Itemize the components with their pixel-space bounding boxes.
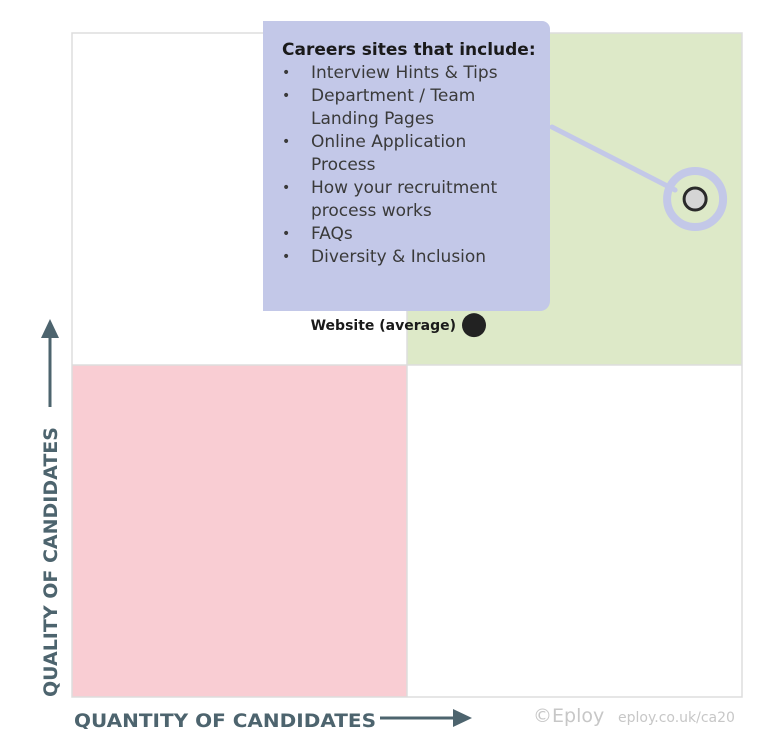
bullet-icon: •: [282, 88, 291, 104]
highlight-point-ring: [663, 167, 728, 231]
bullet-icon: •: [282, 65, 291, 81]
callout-list: • Interview Hints & Tips • Department / Te…: [282, 62, 538, 269]
bullet-icon: •: [282, 180, 291, 196]
callout-item-text: Interview Hints & Tips: [311, 63, 498, 83]
callout-item: • Department / Team Landing Pages: [282, 85, 531, 131]
quadrant-bottom-right: [407, 365, 742, 697]
callout-item: • Online Application Process: [282, 131, 531, 177]
callout-item: • Diversity & Inclusion: [282, 246, 531, 269]
callout-item-text: FAQs: [311, 224, 353, 244]
bullet-icon: •: [282, 134, 291, 150]
highlight-point: [682, 186, 708, 212]
callout-connector-line: [549, 124, 678, 193]
website-average-label: Website (average): [311, 318, 456, 334]
website-average-point: [462, 313, 486, 338]
x-axis-arrow-head: [453, 709, 472, 727]
callout-item: • Interview Hints & Tips: [282, 62, 531, 85]
callout-title: Careers sites that include:: [282, 40, 536, 60]
y-axis-arrow-head: [41, 319, 59, 338]
url-credit: eploy.co.uk/ca20: [618, 710, 735, 726]
quadrant-bottom-left: [72, 365, 407, 697]
callout-item: • How your recruitment process works: [282, 177, 531, 223]
bullet-icon: •: [282, 226, 291, 242]
callout-item: • FAQs: [282, 223, 531, 246]
callout-item-text: Department / Team Landing Pages: [311, 86, 476, 129]
callout-item-text: Diversity & Inclusion: [311, 247, 487, 267]
copyright-credit: ©Eploy: [533, 705, 604, 727]
callout-box: Careers sites that include: • Interview H…: [263, 21, 550, 311]
bullet-icon: •: [282, 249, 291, 265]
callout-item-text: Online Application Process: [311, 132, 467, 175]
callout-item-text: How your recruitment process works: [311, 178, 498, 221]
y-axis-label: QUALITY OF CANDIDATES: [40, 427, 62, 697]
x-axis-label: QUANTITY OF CANDIDATES: [74, 710, 376, 729]
